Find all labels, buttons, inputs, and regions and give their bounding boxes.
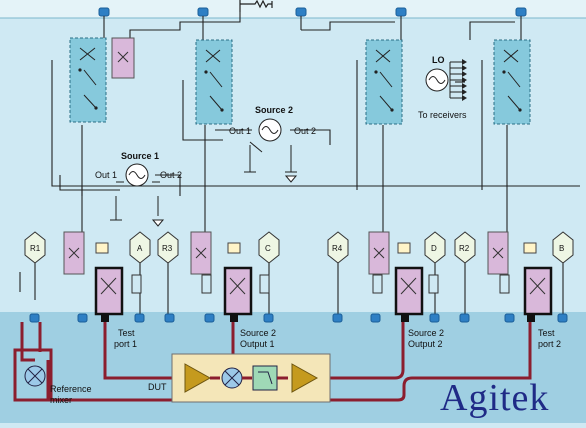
label-mixer: mixer <box>50 395 72 405</box>
bridge-port2 <box>523 266 553 316</box>
label-test-port2-b: port 2 <box>538 339 561 349</box>
signal-path <box>20 322 532 402</box>
wiring <box>19 12 580 315</box>
small-switches <box>95 242 537 254</box>
label-test-port1-a: Test <box>118 328 135 338</box>
source-2 <box>244 118 298 183</box>
top-termination <box>239 0 273 12</box>
reference-mixer <box>13 348 53 402</box>
label-s2-out1: Out 1 <box>229 126 251 136</box>
label-r3: R3 <box>162 244 173 253</box>
bridge-port1 <box>94 266 124 316</box>
receiver-R3 <box>157 231 179 264</box>
lo-source <box>425 59 467 101</box>
receiver-C <box>258 231 280 264</box>
switch-box-4 <box>493 39 531 125</box>
receiver-R4 <box>327 231 349 264</box>
switch-box-2 <box>195 39 233 125</box>
label-src2-out1-b: Output 1 <box>240 339 275 349</box>
label-reference: Reference <box>50 384 92 394</box>
label-src2-out2-a: Source 2 <box>408 328 444 338</box>
label-to-receivers: To receivers <box>418 110 467 120</box>
receiver-A <box>129 231 151 264</box>
label-r4: R4 <box>332 244 343 253</box>
switch-box-1 <box>69 37 107 123</box>
lower-connectors <box>29 313 568 323</box>
dut-box <box>171 353 331 403</box>
label-r1: R1 <box>30 244 41 253</box>
bridge-source2-out1 <box>223 266 253 316</box>
label-r2: R2 <box>459 244 470 253</box>
coupler-top-1 <box>111 37 135 79</box>
source-1 <box>110 163 165 227</box>
receiver-B <box>552 231 574 264</box>
label-d: D <box>431 244 437 253</box>
label-c: C <box>265 244 271 253</box>
label-lo: LO <box>432 55 445 65</box>
receiver-R1 <box>24 231 46 264</box>
label-s1-out1: Out 1 <box>95 170 117 180</box>
label-source1: Source 1 <box>121 151 159 161</box>
label-s1-out2: Out 2 <box>160 170 182 180</box>
switch-box-3 <box>365 39 403 125</box>
label-b: B <box>559 244 564 253</box>
label-src2-out2-b: Output 2 <box>408 339 443 349</box>
label-s2-out2: Out 2 <box>294 126 316 136</box>
label-test-port1-b: port 1 <box>114 339 137 349</box>
label-dut: DUT <box>148 382 167 392</box>
label-a: A <box>137 244 143 253</box>
label-test-port2-a: Test <box>538 328 555 338</box>
label-source2: Source 2 <box>255 105 293 115</box>
receiver-R2 <box>454 231 476 264</box>
agitek-logo: Agitek <box>440 377 550 419</box>
bridge-source2-out2 <box>394 266 424 316</box>
label-src2-out1-a: Source 2 <box>240 328 276 338</box>
receiver-D <box>424 231 446 264</box>
